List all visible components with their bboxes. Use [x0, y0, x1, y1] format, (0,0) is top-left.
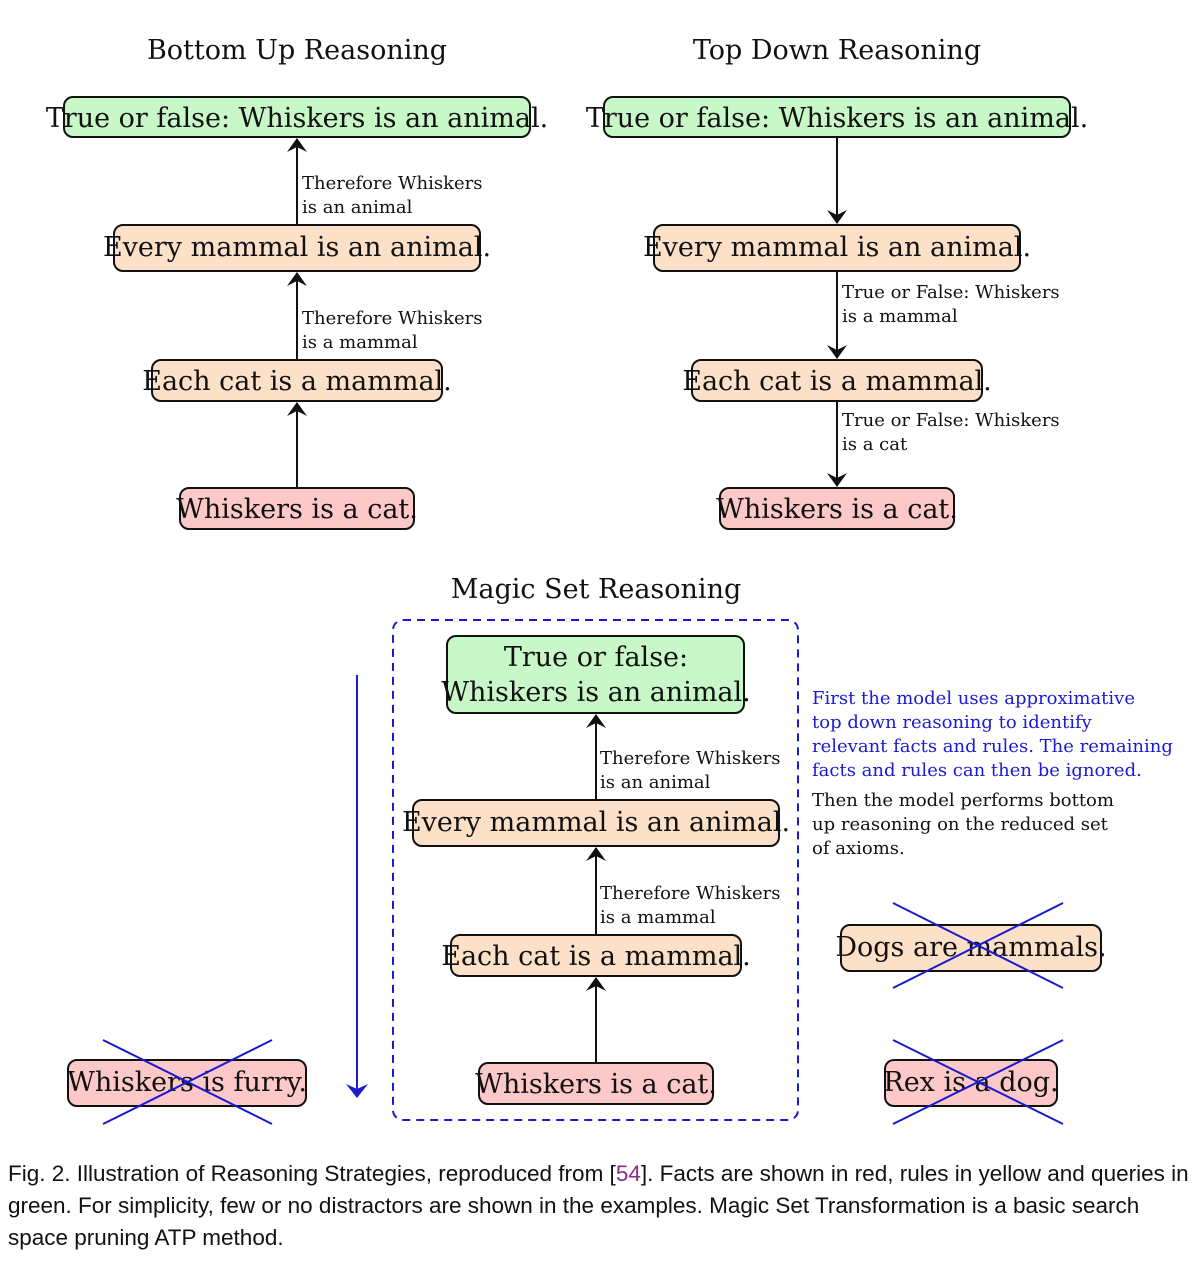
magic-set-edge2-label-1: Therefore Whiskers: [600, 883, 780, 904]
distractor-fact-right-box: [884, 1059, 1058, 1107]
distractor-fact-right-text: Rex is a dog.: [883, 1067, 1058, 1098]
bottom-up-edge2-label-2: is a mammal: [302, 332, 418, 353]
top-down-title: Top Down Reasoning: [693, 35, 981, 66]
magic-set-fact-text: Whiskers is a cat.: [475, 1069, 717, 1100]
magic-set-rule1-text: Every mammal is an animal.: [402, 807, 790, 838]
caption-prefix: Fig. 2. Illustration of Reasoning Strate…: [8, 1161, 616, 1186]
bottom-up-edge2-label-1: Therefore Whiskers: [302, 308, 482, 329]
reasoning-diagram: Bottom Up Reasoning True or false: Whisk…: [46, 35, 1173, 1125]
bottom-up-edge1-label-2: is an animal: [302, 197, 413, 218]
figure-caption: Fig. 2. Illustration of Reasoning Strate…: [8, 1158, 1198, 1254]
magic-set-note-blue-1: First the model uses approximative: [812, 688, 1135, 709]
magic-set-note-black-2: up reasoning on the reduced set: [812, 814, 1109, 835]
top-down-fact-text: Whiskers is a cat.: [716, 494, 958, 525]
top-down-rule1-box: [653, 224, 1021, 272]
magic-set-edge1-label-2: is an animal: [600, 772, 711, 793]
top-down-fact-box: [719, 487, 955, 530]
magic-set-title: Magic Set Reasoning: [451, 574, 742, 605]
magic-set-query-text-2: Whiskers is an animal.: [441, 677, 751, 708]
top-down-edge2-label-2: is a cat: [842, 434, 908, 455]
bottom-up-edge1-label-1: Therefore Whiskers: [302, 173, 482, 194]
distractor-rule-right-cross-2: [892, 902, 1064, 989]
top-down-edge2-label-1: True or False: Whiskers: [842, 410, 1060, 431]
top-down-rule2-text: Each cat is a mammal.: [682, 366, 992, 397]
bottom-up-panel: Bottom Up Reasoning True or false: Whisk…: [46, 35, 548, 530]
bottom-up-query-text: True or false: Whiskers is an animal.: [46, 103, 548, 134]
top-down-query-box: [603, 96, 1071, 138]
top-down-edge1-label-2: is a mammal: [842, 306, 958, 327]
top-down-query-text: True or false: Whiskers is an animal.: [586, 103, 1088, 134]
bottom-up-fact-text: Whiskers is a cat.: [176, 494, 418, 525]
magic-set-query-box: [446, 635, 745, 714]
magic-set-note-blue-3: relevant facts and rules. The remaining: [812, 736, 1173, 757]
magic-set-note-blue-4: facts and rules can then be ignored.: [812, 760, 1142, 781]
magic-set-note-blue-2: top down reasoning to identify: [812, 712, 1093, 733]
magic-set-query-text-1: True or false:: [504, 642, 688, 673]
magic-set-panel: Magic Set Reasoning True or false: Whisk…: [67, 574, 1173, 1125]
bottom-up-query-box: [63, 96, 531, 138]
bottom-up-rule1-text: Every mammal is an animal.: [103, 232, 491, 263]
caption-citation-link[interactable]: 54: [615, 1161, 641, 1186]
distractor-fact-right-cross-2: [892, 1039, 1064, 1125]
bottom-up-rule2-text: Each cat is a mammal.: [142, 366, 452, 397]
distractor-fact-left-cross-2: [102, 1039, 273, 1125]
magic-set-edge2-label-2: is a mammal: [600, 907, 716, 928]
bottom-up-title: Bottom Up Reasoning: [147, 35, 447, 66]
top-down-rule2-box: [691, 359, 983, 402]
magic-set-note-black-3: of axioms.: [812, 838, 905, 859]
top-down-rule1-text: Every mammal is an animal.: [643, 232, 1031, 263]
top-down-panel: Top Down Reasoning True or false: Whiske…: [586, 35, 1088, 530]
magic-set-rule2-text: Each cat is a mammal.: [441, 941, 751, 972]
top-down-edge1-label-1: True or False: Whiskers: [842, 282, 1060, 303]
magic-set-note-black-1: Then the model performs bottom: [812, 790, 1114, 811]
caption-suffix: ]. Facts are shown in red, rules in yell…: [8, 1161, 1189, 1250]
magic-set-edge1-label-1: Therefore Whiskers: [600, 748, 780, 769]
distractor-rule-right-text: Dogs are mammals.: [835, 932, 1106, 963]
